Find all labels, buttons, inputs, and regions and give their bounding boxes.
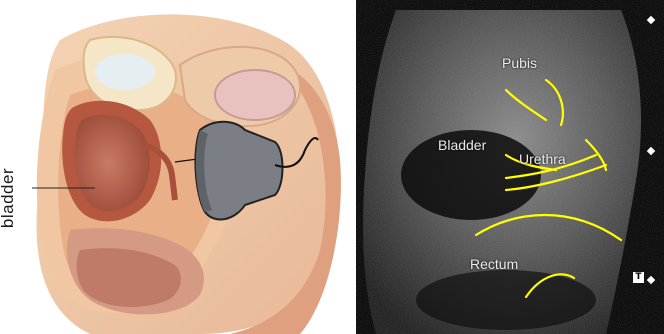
anatomy-illustration-panel: bladder (0, 0, 356, 334)
pubis-label: Pubis (502, 55, 537, 71)
bone-highlight (95, 54, 155, 90)
bladder-label: Bladder (438, 137, 486, 153)
ultrasound-image (356, 0, 664, 334)
scale-tag: T (633, 272, 644, 283)
bladder-vertical-label: bladder (0, 168, 18, 228)
lower-dark-region (416, 270, 596, 330)
urethra-label: Urethra (519, 151, 566, 167)
bladder-lumen (75, 115, 150, 211)
ultrasound-panel: Pubis Bladder Urethra Rectum T (356, 0, 664, 334)
upper-organ (215, 70, 295, 120)
rectum-label: Rectum (470, 256, 518, 272)
anatomy-illustration (0, 0, 356, 334)
